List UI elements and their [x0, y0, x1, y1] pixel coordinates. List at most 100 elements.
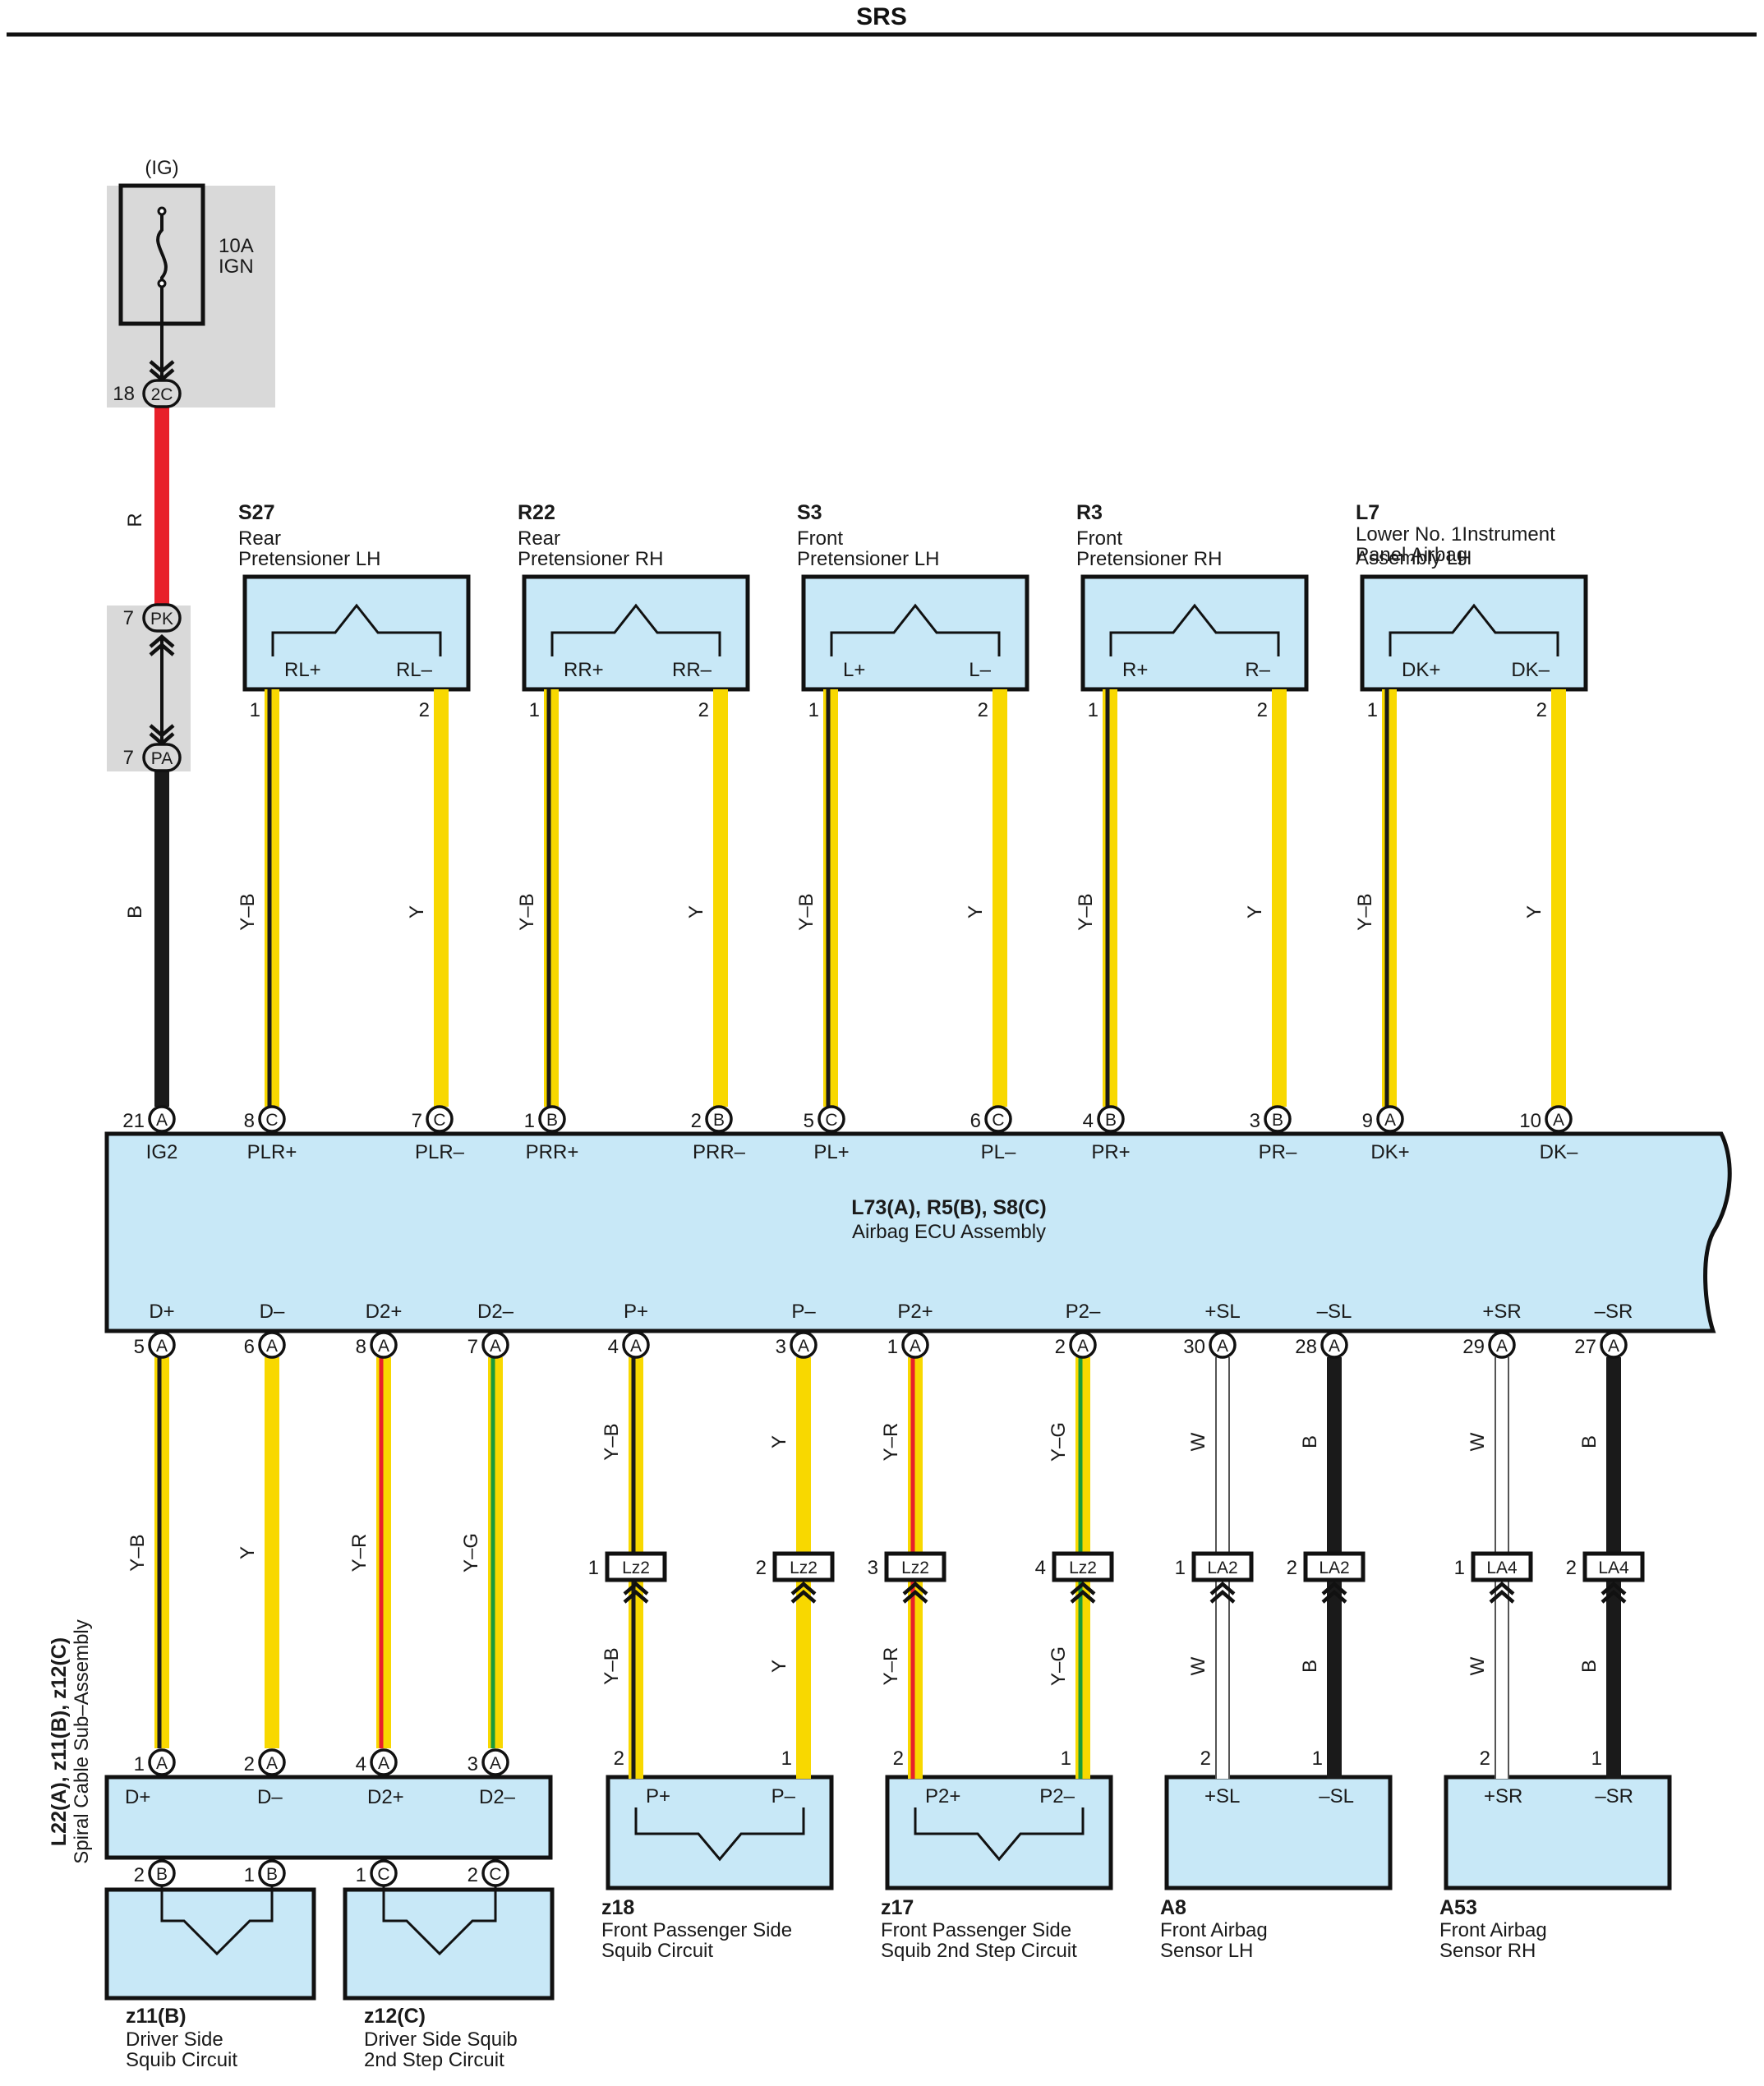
inline-connector	[1303, 1551, 1366, 1582]
wire-color-label: Y–B	[601, 1647, 623, 1684]
spiral-pin-number: 2	[467, 1864, 478, 1886]
ecu-pin-letter: A	[1384, 1111, 1396, 1130]
terminal-label: P+	[646, 1785, 670, 1807]
fuse-connector-label: 2C	[151, 385, 173, 404]
inline-connector	[1052, 1551, 1114, 1582]
ecu-pin	[1264, 1105, 1292, 1133]
ecu-pin-number: 30	[1183, 1336, 1205, 1358]
component-name: Pretensioner LH	[238, 548, 380, 570]
device-box	[1164, 1775, 1393, 1890]
ecu-pin	[370, 1331, 398, 1359]
ecu-pin	[1600, 1331, 1628, 1359]
spiral-pin-letter: B	[156, 1865, 168, 1884]
inline-connector	[772, 1551, 835, 1582]
ecu-pin-number: 27	[1574, 1336, 1596, 1358]
inline-pin-number: 4	[1035, 1557, 1046, 1579]
squib-symbol	[1109, 603, 1280, 656]
component-name: Rear	[518, 527, 560, 550]
spiral-pin	[258, 1748, 286, 1776]
ecu-pin-number: 7	[412, 1110, 422, 1132]
squib-symbol	[382, 1890, 497, 1956]
spiral-pin-letter: A	[266, 1754, 278, 1773]
spiral-pin-letter: A	[378, 1754, 389, 1773]
device-id: A8	[1160, 1896, 1186, 1919]
spiral-pin-letter: A	[490, 1754, 501, 1773]
wire-color-label: B	[1578, 1435, 1600, 1448]
ecu-pin-number: 5	[804, 1110, 814, 1132]
page-title: SRS	[856, 3, 907, 30]
fuse-terminal	[157, 279, 167, 288]
inline-connector	[1582, 1551, 1645, 1582]
wire-color-label: Y–B	[237, 893, 259, 930]
fuse-element	[156, 210, 168, 324]
inline-connector-label: LA4	[1486, 1559, 1518, 1577]
ecu-pin-number: 8	[244, 1110, 255, 1132]
spiral-pin	[370, 1748, 398, 1776]
ecu-pin-letter: C	[992, 1111, 1004, 1130]
ecu-terminal-label: PRR–	[693, 1141, 746, 1163]
wire-color-label: Y–G	[1048, 1646, 1070, 1686]
terminal-label: P2+	[925, 1785, 960, 1807]
ecu-pin-number: 9	[1362, 1110, 1373, 1132]
ecu-pin-letter: C	[825, 1111, 837, 1130]
ecu-terminal-label: –SR	[1595, 1301, 1633, 1323]
inline-connector	[884, 1551, 946, 1582]
terminal-label: DK–	[1511, 659, 1550, 681]
ecu-terminal-label: +SL	[1204, 1301, 1240, 1323]
ecu-pin-number: 8	[356, 1336, 366, 1358]
pin-number: 2	[978, 699, 988, 721]
component-id: S27	[238, 501, 274, 524]
ecu-pin	[818, 1105, 845, 1133]
terminal-label: RL–	[396, 659, 433, 681]
wire-color-label: Y–B	[1075, 893, 1097, 930]
airbag-ecu-box	[104, 1131, 1732, 1333]
ecu-pin-number: 7	[467, 1336, 478, 1358]
inline-pin-number: 1	[1454, 1557, 1465, 1579]
wire-color-label: Y	[1523, 905, 1545, 919]
ecu-pin-letter: A	[266, 1337, 278, 1356]
ecu-pin-letter: C	[265, 1111, 278, 1130]
wire-color-label: B	[124, 905, 146, 919]
wire-color-label: W	[1187, 1656, 1209, 1675]
fuse-name: IGN	[219, 256, 254, 278]
spiral-pin-number: 3	[467, 1753, 478, 1775]
ecu-pin-number: 2	[1055, 1336, 1066, 1358]
ecu-pin	[1097, 1105, 1125, 1133]
ecu-pin	[1320, 1331, 1348, 1359]
wire-color-label: Y	[768, 1660, 790, 1673]
ecu-pin-letter: B	[1105, 1111, 1117, 1130]
chevron-up-icon	[1209, 1582, 1236, 1604]
ecu-pin-letter: A	[910, 1337, 921, 1356]
ecu-pin-letter: A	[1608, 1337, 1619, 1356]
component-id: R3	[1076, 501, 1103, 524]
inline-pin-number: 1	[588, 1557, 599, 1579]
ecu-pin-number: 2	[691, 1110, 702, 1132]
terminal-label: +SR	[1484, 1785, 1522, 1807]
chevron-up-icon	[1600, 1582, 1627, 1604]
component-name: Panel Airbag	[1356, 544, 1467, 566]
ecu-terminal-label: P+	[624, 1301, 648, 1323]
inline-connector-label: LA2	[1319, 1559, 1349, 1577]
spiral-pin-number: 1	[134, 1753, 145, 1775]
pin-number: 1	[1088, 699, 1098, 721]
terminal-label: RR–	[672, 659, 712, 681]
wire-color-label: Y–G	[1048, 1422, 1070, 1462]
ecu-pin-letter: A	[378, 1337, 389, 1356]
junction-connector-pk-label: PK	[150, 610, 173, 629]
pin-number: 1	[529, 699, 540, 721]
ecu-pin-number: 4	[1083, 1110, 1094, 1132]
wire-color-label: W	[1467, 1432, 1489, 1451]
wire-color-label: B	[1299, 1660, 1321, 1673]
ecu-pin-letter: B	[546, 1111, 558, 1130]
terminal-label: RL+	[284, 659, 321, 681]
junction-connector-pa	[142, 743, 182, 772]
wire-color-label: Y–B	[516, 893, 538, 930]
ecu-terminal-label: PLR+	[247, 1141, 297, 1163]
ecu-terminal-label: PR+	[1091, 1141, 1130, 1163]
ecu-pin-number: 5	[134, 1336, 145, 1358]
squib-box	[343, 1887, 555, 2001]
wire-color-label: B	[1299, 1435, 1321, 1448]
wire-color-label: Y–B	[795, 893, 818, 930]
component-id: L7	[1356, 501, 1379, 524]
